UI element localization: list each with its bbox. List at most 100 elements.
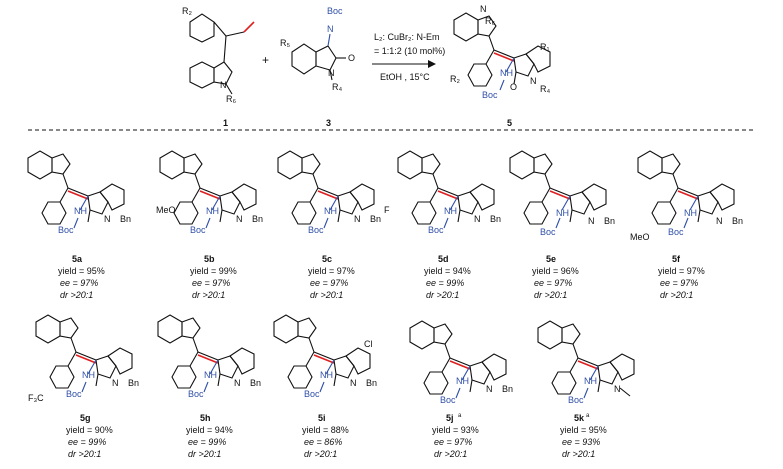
compound-1-n-label: N	[220, 80, 227, 90]
compound-3-number: 3	[326, 118, 331, 128]
product-5f-id: 5f	[672, 254, 681, 264]
product-5g-nsub: Bn	[128, 378, 139, 388]
compound-3-n-label: N	[328, 68, 335, 78]
product-5a-nsub: Bn	[120, 214, 131, 224]
product-5c-nsub: Bn	[370, 214, 381, 224]
product-5d-sub: F	[384, 205, 390, 215]
product-5h-id: 5h	[200, 413, 211, 423]
product-5j-boc: Boc	[440, 395, 456, 405]
product-5f: MeO Bn N NH Boc 5f yield = 97% ee = 97% …	[630, 150, 743, 300]
compound-3-n-imine-label: N	[327, 24, 334, 34]
product-5k-n: N	[614, 384, 621, 394]
product-5i-boc: Boc	[304, 389, 320, 399]
product-5h: Bn N NH Boc 5h yield = 94% ee = 99% dr >…	[157, 314, 261, 459]
compound-5-r1-label: R₁	[540, 42, 550, 52]
reaction-arrowhead	[428, 60, 436, 68]
reaction-scheme: R₂ N R₆ 1 + Boc N R₅ O N R₄ 3 L₂: CuBr₂:…	[182, 4, 551, 128]
plus-sign: +	[262, 53, 269, 67]
compound-3-structure	[291, 33, 346, 81]
product-5a-dr: dr >20:1	[60, 290, 93, 300]
product-5g-nh: NH	[82, 370, 95, 380]
compound-5-r2-label: R₂	[450, 74, 460, 84]
product-5e-n: N	[588, 216, 595, 226]
product-5j-ee: ee = 97%	[434, 437, 472, 447]
product-5g-boc: Boc	[66, 389, 82, 399]
product-5f-yield: yield = 97%	[658, 266, 705, 276]
product-5c-yield: yield = 97%	[308, 266, 355, 276]
product-5h-ee: ee = 99%	[188, 437, 226, 447]
product-5i: Cl Bn N NH Boc 5i yield = 88% ee = 86% d…	[273, 314, 377, 459]
compound-3-o-label: O	[348, 53, 355, 63]
compound-3-r4-label: R₄	[332, 82, 342, 92]
product-5h-n: N	[234, 378, 241, 388]
product-5f-dr: dr >20:1	[660, 290, 693, 300]
product-5f-boc: Boc	[668, 227, 684, 237]
product-5f-n: N	[716, 216, 723, 226]
product-5d-dr: dr >20:1	[426, 290, 459, 300]
product-5i-nh: NH	[320, 370, 333, 380]
product-5b-id: 5b	[204, 254, 215, 264]
product-5e-ee: ee = 97%	[534, 278, 572, 288]
product-5d: F Bn N NH Boc 5d yield = 94% ee = 99% dr…	[384, 150, 501, 300]
product-5i-ar: Cl	[364, 339, 373, 349]
compound-1-r2-label: R₂	[182, 6, 192, 16]
product-5a-yield: yield = 95%	[58, 266, 105, 276]
product-5d-yield: yield = 94%	[424, 266, 471, 276]
compound-5-o-label: O	[510, 82, 517, 92]
product-5b-dr: dr >20:1	[192, 290, 225, 300]
product-5h-boc: Boc	[188, 389, 204, 399]
product-5g-n: N	[112, 378, 119, 388]
product-5c-boc: Boc	[308, 225, 324, 235]
product-5e-boc: Boc	[540, 227, 556, 237]
product-5k-boc: Boc	[568, 395, 584, 405]
product-5j-id: 5j	[446, 413, 454, 423]
product-5d-n: N	[474, 214, 481, 224]
product-5b-n: N	[236, 214, 243, 224]
product-5k: N NH Boc 5k a yield = 95% ee = 93% dr >2…	[537, 320, 635, 459]
compound-3-r5-label: R₅	[280, 38, 290, 48]
product-5b-nsub: Bn	[252, 214, 263, 224]
product-5b-nh: NH	[206, 206, 219, 216]
product-5k-n-methyl	[619, 387, 631, 397]
product-5g-id: 5g	[80, 413, 91, 423]
product-5g-ee: ee = 99%	[68, 437, 106, 447]
product-5e-nsub: Bn	[604, 216, 615, 226]
product-5j-nh: NH	[456, 376, 469, 386]
product-5g: F₃C Bn N NH Boc 5g yield = 90% ee = 99% …	[28, 314, 139, 459]
product-5d-ee: ee = 99%	[426, 278, 464, 288]
product-5a-boc: Boc	[58, 225, 74, 235]
product-5h-nsub: Bn	[250, 378, 261, 388]
product-5d-nh: NH	[444, 206, 457, 216]
product-5k-id: 5k	[574, 413, 585, 423]
product-5d-id: 5d	[438, 254, 449, 264]
product-5a-n: N	[104, 214, 111, 224]
compound-1-structure	[189, 13, 255, 95]
product-5j-n: N	[486, 384, 493, 394]
compound-3-boc-label: Boc	[327, 6, 343, 16]
product-5k-footnote: a	[586, 413, 590, 419]
product-5d-boc: Boc	[428, 225, 444, 235]
product-5f-ee: ee = 97%	[660, 278, 698, 288]
product-5c-dr: dr >20:1	[310, 290, 343, 300]
product-5k-ee: ee = 93%	[562, 437, 600, 447]
product-5j-nsub: Bn	[502, 384, 513, 394]
compound-5-r4-label: R₄	[540, 84, 550, 94]
product-5b-yield: yield = 99%	[190, 266, 237, 276]
product-5c: Bn N NH Boc 5c yield = 97% ee = 97% dr >…	[277, 150, 381, 300]
product-5h-dr: dr >20:1	[188, 449, 221, 459]
product-5i-ee: ee = 86%	[304, 437, 342, 447]
product-5g-yield: yield = 90%	[66, 425, 113, 435]
product-5j-footnote: a	[458, 413, 462, 419]
reagent-line-1: L₂: CuBr₂: N-Em	[374, 32, 440, 42]
product-5b-sub: MeO	[156, 205, 176, 215]
reaction-conditions: EtOH , 15°C	[380, 72, 430, 82]
product-5c-ee: ee = 97%	[310, 278, 348, 288]
product-5b: MeO Bn N NH Boc 5b yield = 99% ee = 97% …	[156, 150, 263, 300]
product-5j-yield: yield = 93%	[432, 425, 479, 435]
product-5c-nh: NH	[324, 206, 337, 216]
product-5a-ee: ee = 97%	[60, 278, 98, 288]
compound-1-r6-label: R₆	[226, 94, 236, 104]
product-5j: Bn N NH Boc 5j a yield = 93% ee = 97% dr…	[409, 320, 513, 459]
product-5b-ee: ee = 97%	[192, 278, 230, 288]
